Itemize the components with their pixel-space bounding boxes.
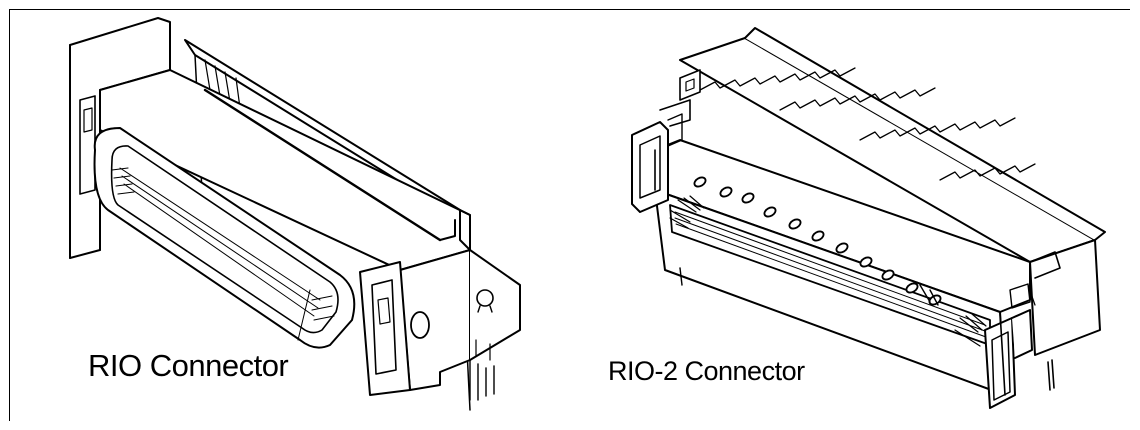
rio-connector-drawing: [69, 17, 521, 411]
rio2-top-comb: [699, 67, 856, 91]
rio2-connector-drawing: [631, 27, 1106, 409]
rio2-right-latch: [984, 317, 1016, 409]
rio2-left-latch: [631, 121, 669, 213]
rio2-connector-caption: RIO-2 Connector: [608, 356, 805, 386]
rio-right-flange: [399, 249, 471, 391]
rio-screw-hole: [410, 311, 430, 339]
rio-d-shroud: [93, 127, 356, 349]
figure-frame: [9, 9, 1130, 421]
rio-connector-caption: RIO Connector: [88, 348, 289, 383]
rio2-contact-ovals: [693, 176, 942, 306]
